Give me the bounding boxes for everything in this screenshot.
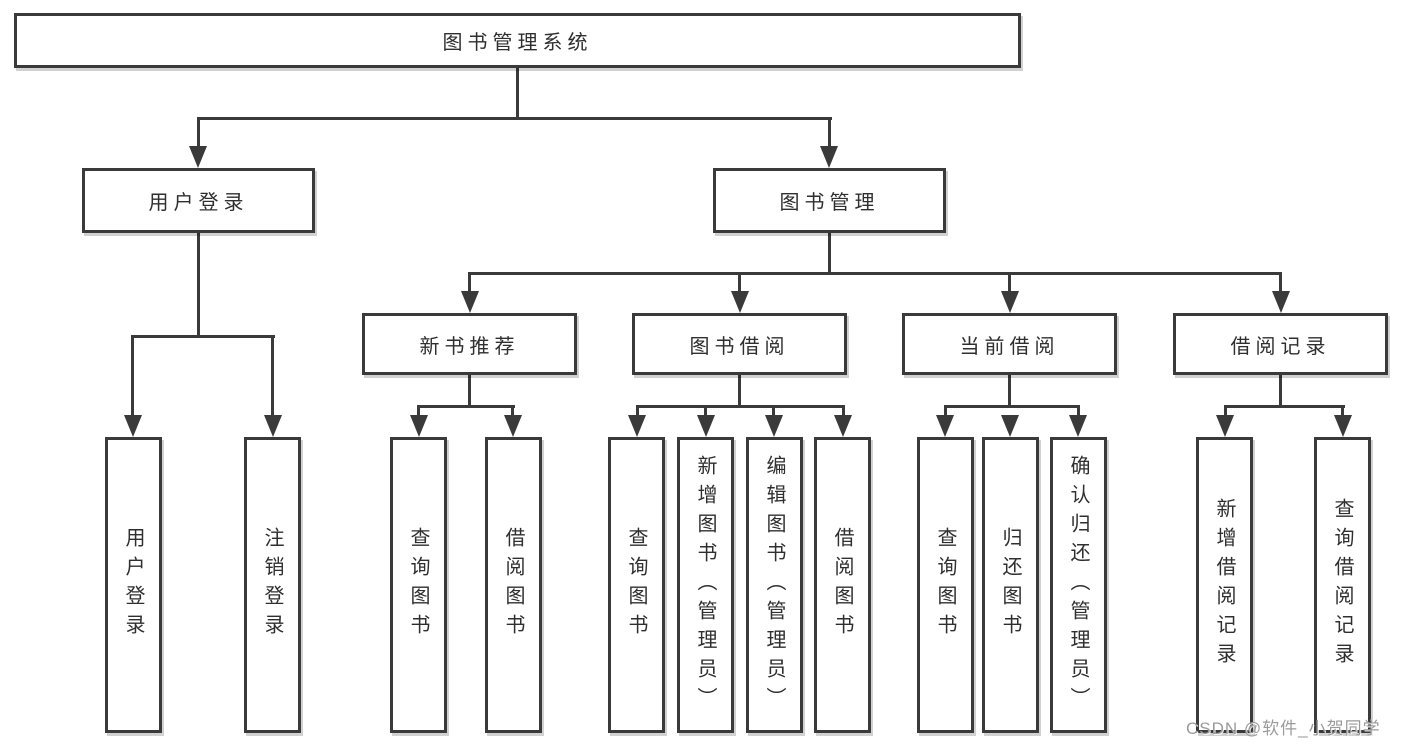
leaf-edit-book-admin: 编辑图书（管理员） [746, 437, 803, 733]
arrow-down-icon [264, 415, 282, 437]
connector-drop [511, 405, 514, 419]
arrow-down-icon [628, 415, 646, 437]
connector-drop [1279, 272, 1282, 296]
connector-stem [1008, 375, 1011, 408]
connector-drop [197, 117, 200, 150]
connector-book-mgmt-stem [828, 233, 831, 275]
leaf-borrow-books: 借阅图书 [814, 437, 871, 733]
node-label: 新书推荐 [419, 335, 520, 358]
arrow-down-icon [1216, 415, 1234, 437]
node-new-book-recommend: 新书推荐 [362, 313, 577, 375]
connector-book-mgmt-hbar [468, 272, 1282, 275]
connector-hbar [417, 405, 515, 408]
node-user-login: 用户登录 [82, 168, 315, 233]
arrow-down-icon [936, 415, 954, 437]
connector-root-stem [516, 68, 519, 119]
arrow-down-icon [820, 146, 838, 168]
leaf-add-borrow-record: 新增借阅记录 [1196, 437, 1253, 733]
connector-user-login-hbar [132, 335, 275, 338]
connector-hbar [636, 405, 845, 408]
connector-stem [468, 375, 471, 408]
connector-drop [1341, 405, 1344, 419]
arrow-down-icon [1001, 291, 1019, 313]
node-label: 用户登录 [148, 192, 249, 214]
connector-user-login-stem [197, 233, 200, 338]
leaf-user-login: 用户登录 [105, 437, 162, 733]
leaf-query-books-current: 查询图书 [917, 437, 974, 733]
node-borrowing-records: 借阅记录 [1173, 313, 1388, 375]
node-book-borrowing: 图书借阅 [632, 313, 847, 375]
connector-drop [271, 335, 274, 419]
node-label: 归还图书 [999, 527, 1021, 643]
node-label: 新增图书（管理员） [694, 454, 716, 716]
connector-drop [131, 335, 134, 419]
connector-hbar [1224, 405, 1345, 408]
arrow-down-icon [1001, 415, 1019, 437]
arrow-down-icon [504, 415, 522, 437]
leaf-query-borrow-record: 查询借阅记录 [1314, 437, 1371, 733]
leaf-add-book-admin: 新增图书（管理员） [677, 437, 734, 733]
connector-drop [828, 117, 831, 150]
node-label: 注销登录 [261, 527, 283, 643]
connector-drop [468, 272, 471, 296]
arrow-down-icon [410, 415, 428, 437]
node-label: 当前借阅 [959, 335, 1060, 358]
node-current-borrowing: 当前借阅 [902, 313, 1117, 375]
connector-drop [738, 272, 741, 296]
arrow-down-icon [461, 291, 479, 313]
connector-root-hbar [197, 117, 832, 120]
leaf-query-books-borrowing: 查询图书 [608, 437, 665, 733]
connector-drop [772, 405, 775, 419]
connector-stem [1279, 375, 1282, 408]
node-label: 借阅图书 [831, 527, 853, 643]
arrow-down-icon [834, 415, 852, 437]
arrow-down-icon [697, 415, 715, 437]
arrow-down-icon [1272, 291, 1290, 313]
node-library-management-system: 图书管理系统 [14, 13, 1021, 68]
connector-hbar [944, 405, 1080, 408]
node-label: 确认归还（管理员） [1067, 454, 1089, 716]
node-label: 新增借阅记录 [1213, 498, 1235, 672]
connector-drop [1224, 405, 1227, 419]
node-label: 借阅记录 [1230, 335, 1331, 358]
connector-drop [944, 405, 947, 419]
node-label: 图书管理系统 [442, 32, 593, 54]
connector-drop [1077, 405, 1080, 419]
arrow-down-icon [765, 415, 783, 437]
arrow-down-icon [1069, 415, 1087, 437]
node-label: 查询图书 [625, 527, 647, 643]
connector-drop [636, 405, 639, 419]
leaf-query-books-recommend: 查询图书 [390, 437, 447, 733]
connector-drop [704, 405, 707, 419]
node-label: 用户登录 [122, 527, 144, 643]
leaf-return-book: 归还图书 [982, 437, 1039, 733]
connector-stem [738, 375, 741, 408]
arrow-down-icon [731, 291, 749, 313]
leaf-confirm-return-admin: 确认归还（管理员） [1050, 437, 1107, 733]
node-label: 查询图书 [934, 527, 956, 643]
node-label: 编辑图书（管理员） [763, 454, 785, 716]
connector-drop [842, 405, 845, 419]
csdn-watermark: CSDN @软件_小贺同学 [1186, 719, 1381, 738]
leaf-logout: 注销登录 [244, 437, 301, 733]
node-label: 借阅图书 [502, 527, 524, 643]
node-label: 查询图书 [407, 527, 429, 643]
arrow-down-icon [1334, 415, 1352, 437]
arrow-down-icon [124, 415, 142, 437]
connector-drop [417, 405, 420, 419]
node-label: 查询借阅记录 [1331, 498, 1353, 672]
connector-drop [1008, 272, 1011, 296]
node-label: 图书管理 [779, 192, 880, 214]
leaf-borrow-books-recommend: 借阅图书 [485, 437, 542, 733]
node-label: 图书借阅 [689, 335, 790, 358]
arrow-down-icon [189, 146, 207, 168]
node-book-management: 图书管理 [713, 168, 946, 233]
